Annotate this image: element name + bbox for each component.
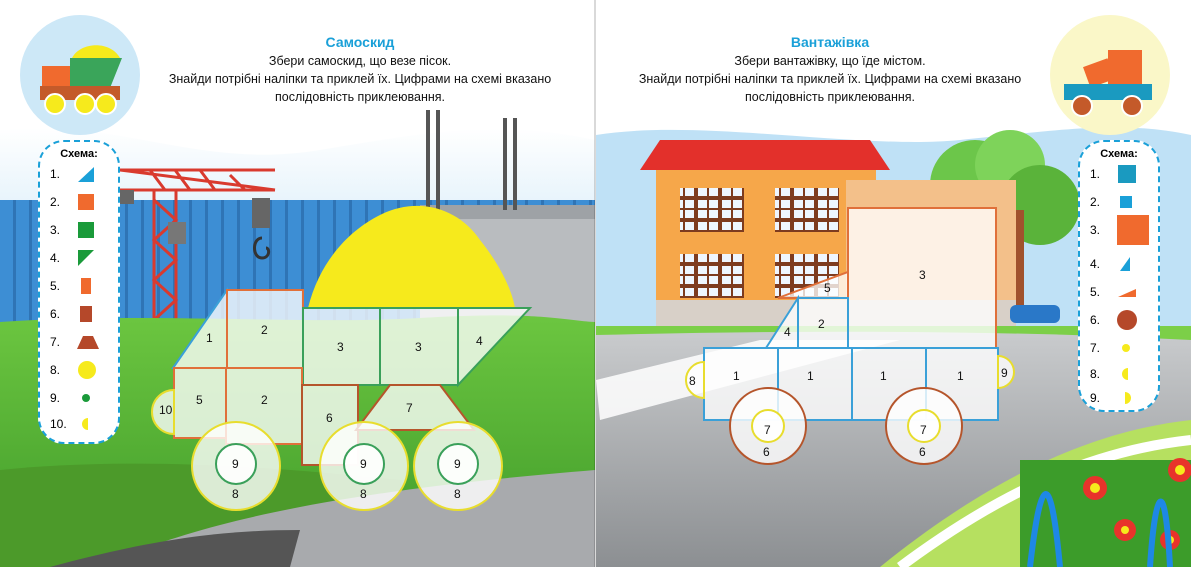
left-scheme-item: 6. (50, 304, 96, 324)
left-line-3: послідовність приклеювання. (274, 90, 445, 104)
shape-number-1: 1 (206, 331, 213, 345)
right-scheme-label: Схема: (1100, 148, 1138, 160)
left-instructions: Самоскид Збери самоскид, що везе пісок. … (160, 34, 560, 106)
green-dot-icon (82, 394, 90, 402)
right-scheme-item: 1. (1090, 164, 1138, 184)
right-scheme-item: 4. (1090, 254, 1136, 274)
right-instructions: Вантажівка Збери вантажівку, що їде міст… (630, 34, 1030, 106)
shape-number-1b: 1 (807, 369, 814, 383)
wheel-1-number-7: 7 (764, 423, 771, 437)
brown-trapezoid-icon (77, 336, 99, 349)
teal-square-icon (1118, 165, 1136, 183)
right-scheme-item: 7. (1090, 338, 1136, 358)
shape-number-6: 6 (326, 411, 333, 425)
shape-number-1d: 1 (957, 369, 964, 383)
wheel-2-number-8: 8 (360, 487, 367, 501)
shape-number-9: 9 (1001, 366, 1008, 380)
left-scheme-item: 2. (50, 192, 96, 212)
shape-number-2: 2 (818, 317, 825, 331)
shape-number-8: 8 (689, 374, 696, 388)
shape-number-2-bottom: 2 (261, 393, 268, 407)
wheel-2-number-6: 6 (919, 445, 926, 459)
shape-number-4: 4 (476, 334, 483, 348)
right-scheme-item: 2. (1090, 192, 1136, 212)
shape-number-4: 4 (784, 325, 791, 339)
left-scheme-item: 1. (50, 164, 96, 184)
brown-circle-icon (1117, 310, 1137, 330)
right-scheme-item: 8. (1090, 364, 1136, 384)
right-line-3: послідовність приклеювання. (744, 90, 915, 104)
blue-triangle-icon (1120, 257, 1130, 271)
left-scheme-legend: Схема: 1. 2. 3. 4. 5. 6. 7. 8. 9. 10. (38, 140, 120, 444)
left-scheme-item: 7. (50, 332, 100, 352)
shape-number-2-top: 2 (261, 323, 268, 337)
right-scheme-item: 9. (1090, 388, 1136, 408)
green-triangle-icon (78, 250, 94, 266)
left-scheme-item: 5. (50, 276, 96, 296)
right-title: Вантажівка (790, 34, 870, 50)
right-scheme-item: 6. (1090, 310, 1138, 330)
shape-number-3-left: 3 (337, 340, 344, 354)
orange-big-square-icon (1117, 215, 1149, 245)
shape-number-10: 10 (159, 403, 173, 417)
left-title: Самоскид (325, 34, 395, 50)
right-line-2: Знайди потрібні наліпки та приклей їх. Ц… (638, 72, 1022, 86)
wheel-2-number-7: 7 (920, 423, 927, 437)
page-gutter (594, 0, 596, 567)
left-line-1: Збери самоскид, що везе пісок. (268, 54, 452, 68)
left-scheme-item: 8. (50, 360, 98, 380)
blue-small-square-icon (1120, 196, 1132, 208)
yellow-half-circle-icon (1122, 368, 1128, 380)
shape-number-3: 3 (919, 268, 926, 282)
right-line-1: Збери вантажівку, що їде містом. (734, 54, 926, 68)
right-scheme-item: 5. (1090, 282, 1138, 302)
shape-number-7: 7 (406, 401, 413, 415)
shape-number-1a: 1 (733, 369, 740, 383)
brown-rectangle-icon (80, 306, 92, 322)
left-scheme-item: 4. (50, 248, 96, 268)
yellow-half-circle-icon (82, 418, 88, 430)
wheel-2-number-9: 9 (360, 457, 367, 471)
orange-thin-triangle-icon (1118, 289, 1136, 297)
blue-triangle-icon (78, 167, 94, 182)
left-scheme-item: 3. (50, 220, 96, 240)
yellow-circle-icon (78, 361, 96, 379)
wheel-1-number-9: 9 (232, 457, 239, 471)
shape-number-5: 5 (196, 393, 203, 407)
right-scheme-item: 3. (1090, 215, 1150, 245)
orange-rectangle-icon (81, 278, 91, 294)
left-line-2: Знайди потрібні наліпки та приклей їх. Ц… (168, 72, 552, 86)
left-scheme-item: 9. (50, 388, 96, 408)
wheel-1-number-6: 6 (763, 445, 770, 459)
wheel-1-number-8: 8 (232, 487, 239, 501)
shape-number-1c: 1 (880, 369, 887, 383)
left-scheme-item: 10. (50, 414, 96, 434)
shape-number-5: 5 (824, 281, 831, 295)
right-scheme-legend: Схема: 1. 2. 3. 4. 5. 6. 7. 8. 9. (1078, 140, 1160, 412)
yellow-quarter-icon (1125, 392, 1131, 404)
wheel-3-number-8: 8 (454, 487, 461, 501)
wheel-3-number-9: 9 (454, 457, 461, 471)
shape-number-3-right: 3 (415, 340, 422, 354)
yellow-dot-icon (1122, 344, 1130, 352)
left-scheme-label: Схема: (60, 148, 98, 160)
green-square-icon (78, 222, 94, 238)
orange-square-icon (78, 194, 94, 210)
